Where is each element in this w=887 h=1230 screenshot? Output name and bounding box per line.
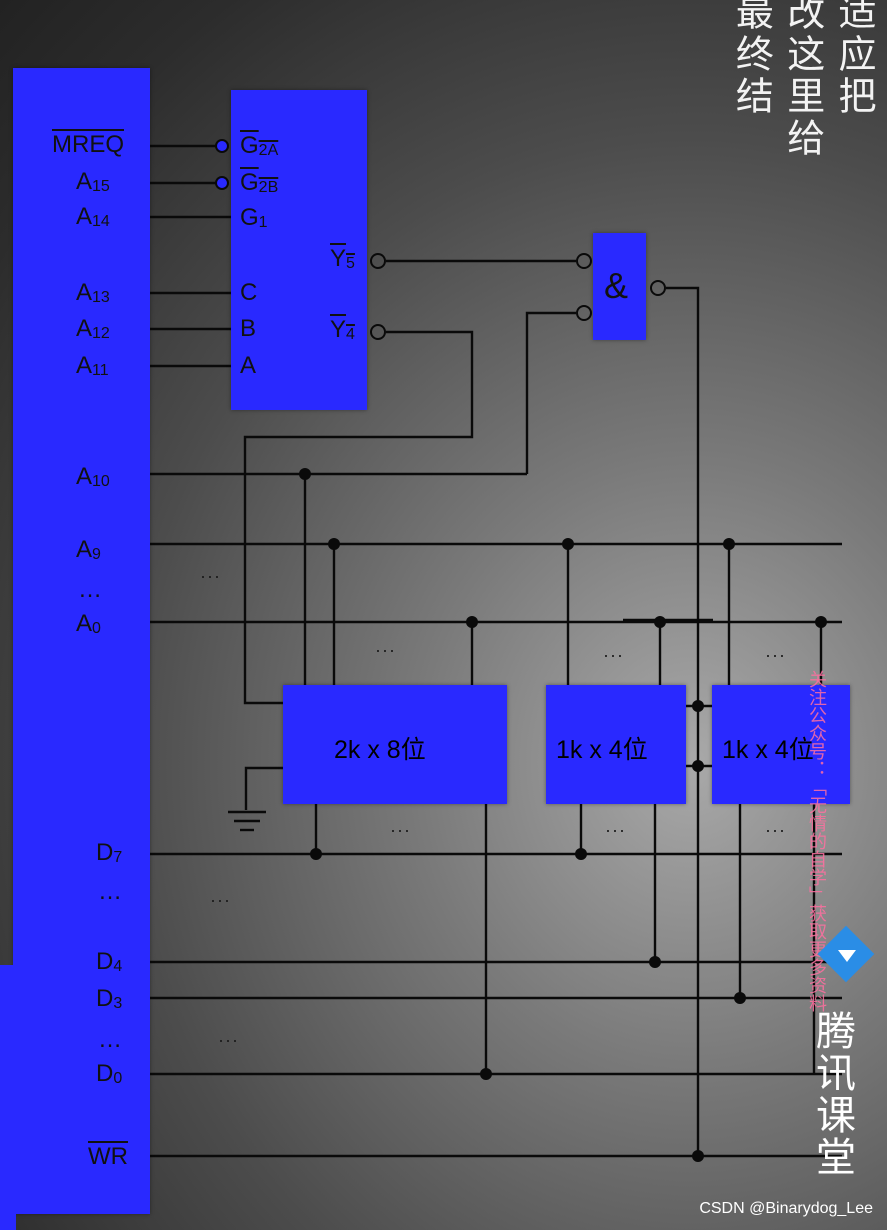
pin-d-ellipsis-1: … (98, 878, 122, 905)
cpu-block (13, 68, 150, 1214)
side-text-col-3: 最终结 (729, 0, 774, 118)
pin-a0: A0 (76, 610, 101, 637)
ellipsis-marker: ··· (200, 566, 221, 586)
and-gate (593, 233, 646, 340)
csdn-credit: CSDN @Binarydog_Lee (699, 1200, 873, 1217)
pin-a9: A9 (76, 536, 101, 563)
side-text: 适应把 改这里给 最终结 (725, 0, 879, 160)
ellipsis-marker: ··· (390, 820, 411, 840)
pin-mreq: MREQ (52, 131, 124, 158)
pin-a12: A12 (76, 315, 110, 342)
memory-chip-1kx4-b-label: 1k x 4位 (722, 736, 814, 764)
cpu-block-edge (0, 965, 16, 1230)
decoder-y4: Y4 (330, 316, 355, 343)
decoder-y5: Y5 (330, 245, 355, 272)
ellipsis-marker: ··· (605, 820, 626, 840)
watermark-brand: 腾讯课堂 (809, 1010, 855, 1178)
pin-a14: A14 (76, 203, 110, 230)
ellipsis-marker: ··· (218, 1030, 239, 1050)
pin-a13: A13 (76, 279, 110, 306)
ellipsis-marker: ··· (603, 645, 624, 665)
pin-a-ellipsis: … (78, 576, 102, 603)
pin-d0: D0 (96, 1060, 123, 1087)
pin-a10: A10 (76, 463, 110, 490)
decoder-g1: G1 (240, 204, 268, 231)
side-text-col-1: 适应把 (832, 0, 876, 118)
decoder-b: B (240, 315, 257, 342)
play-triangle-icon (838, 950, 856, 962)
pin-wr: WR (88, 1143, 128, 1170)
ellipsis-marker: ··· (210, 890, 231, 910)
decoder-block (231, 90, 367, 410)
decoder-a: A (240, 352, 257, 379)
pin-d4: D4 (96, 948, 123, 975)
pin-d-ellipsis-2: … (98, 1026, 122, 1053)
ellipsis-marker: ··· (765, 820, 786, 840)
and-gate-symbol: & (604, 265, 629, 306)
memory-chip-1kx4-b (712, 685, 850, 804)
pin-d7: D7 (96, 839, 123, 866)
pin-a11: A11 (76, 352, 109, 379)
decoder-g2a: G2A (240, 132, 279, 159)
memory-chip-1kx4-a (546, 685, 686, 804)
memory-chip-2kx8 (283, 685, 507, 804)
side-text-col-2: 改这里给 (780, 0, 825, 160)
memory-chip-2kx8-label: 2k x 8位 (334, 736, 426, 764)
decoder-c: C (240, 279, 258, 306)
decoder-g2b: G2B (240, 169, 279, 196)
pin-a15: A15 (76, 168, 110, 195)
memory-chip-1kx4-a-label: 1k x 4位 (556, 736, 648, 764)
watermark-pink-text: 关注公众号：「无情的自学」获取更多资料 (806, 670, 827, 1012)
ellipsis-marker: ··· (375, 640, 396, 660)
pin-d3: D3 (96, 985, 123, 1012)
ellipsis-marker: ··· (765, 645, 786, 665)
